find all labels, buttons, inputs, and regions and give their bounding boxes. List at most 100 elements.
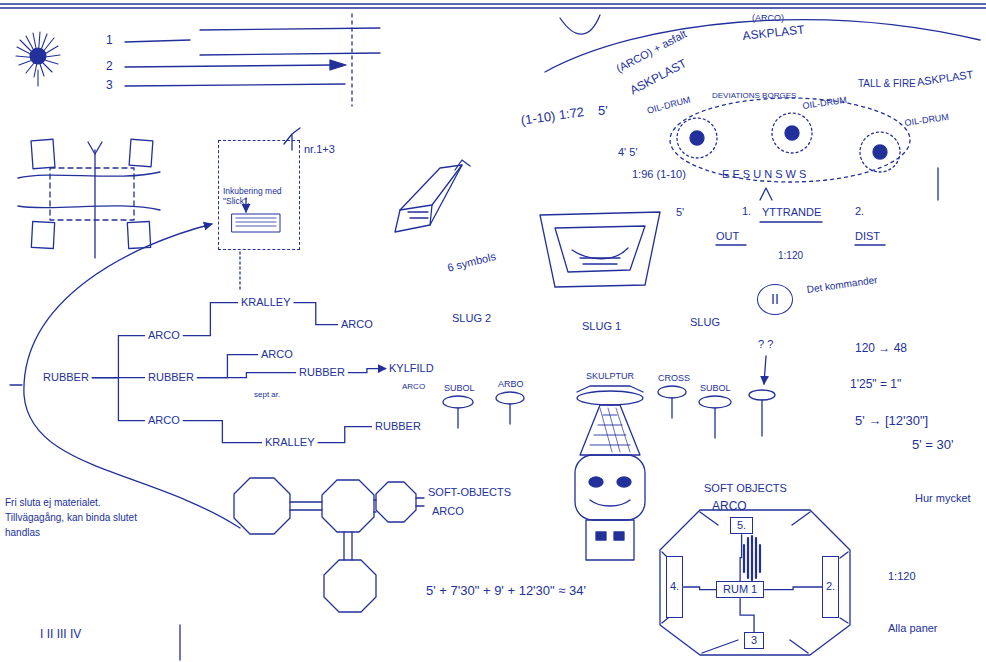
sketch-note: 5' = 30' — [912, 438, 953, 453]
sketch-note: handlas — [5, 527, 40, 539]
sketch-note: OIL-DRUM — [802, 95, 848, 111]
plates-part — [714, 408, 715, 438]
tree-term: RUBBER — [145, 369, 197, 386]
plates-part — [761, 400, 762, 436]
hood-sketch-part — [555, 226, 645, 272]
oil-drums-part — [772, 113, 812, 153]
connector — [197, 355, 258, 378]
connector — [183, 421, 262, 443]
tree-term: RUBBER — [296, 364, 348, 381]
bottle-figure-part — [590, 500, 630, 506]
tree-term: KYLFILD — [386, 360, 437, 377]
sketch-note: SLUG 1 — [582, 320, 621, 333]
sketch-note: 2 — [106, 60, 113, 74]
sketch-note: 1 — [106, 34, 113, 48]
connector — [740, 534, 741, 581]
bottle-figure-part — [617, 477, 631, 487]
sketch-note: SUBOL — [700, 383, 731, 393]
node-text: Inkubering med "Slick". — [223, 187, 297, 207]
dashed-box-sketch — [232, 128, 300, 292]
sketch-note: SOFT OBJECTS — [704, 482, 787, 495]
circled-numeral: II — [757, 284, 793, 315]
sketch-note: Alla paner — [888, 622, 938, 635]
node-text: 3 — [751, 634, 757, 647]
square-plan-part — [88, 142, 102, 154]
oil-drums-part — [785, 126, 799, 140]
sketch-note: OIL-DRUM — [904, 112, 950, 128]
wedge-sketch — [395, 160, 470, 232]
oil-drums-part — [937, 168, 938, 200]
sketch-note: OIL-DRUM — [646, 94, 692, 116]
wedge-sketch-part — [455, 160, 470, 170]
node-text: 5. — [737, 519, 746, 532]
square-plan-part — [31, 221, 54, 248]
node-text: 4. — [670, 580, 679, 593]
layer-lines-part — [125, 65, 335, 67]
sketch-note: DIST — [855, 230, 880, 243]
tree-root: RUBBER — [40, 369, 92, 386]
bottle-figure — [575, 405, 645, 560]
node-text: KRALLEY — [241, 296, 291, 309]
octagon-chain-part — [416, 498, 424, 506]
node-text: RUBBER — [43, 371, 89, 384]
node-text: 2. — [826, 580, 835, 593]
bottle-figure-part — [575, 455, 645, 520]
plates-part — [671, 398, 672, 418]
sketch-note: (1-10) 1:72 — [520, 105, 585, 129]
sketch-note: 4' 5' — [618, 146, 638, 159]
plates-part — [764, 356, 766, 384]
square-plan-part — [129, 139, 153, 166]
node-text: RUBBER — [299, 366, 345, 379]
sketch-note: ASKPLAST — [916, 68, 974, 88]
octagon-chain-part — [322, 480, 374, 532]
sketch-note: 1'25" = 1" — [850, 378, 901, 392]
layer-lines — [125, 14, 380, 106]
connector — [92, 378, 145, 421]
oil-drums-part — [690, 131, 704, 145]
sketch-note: OUT — [716, 230, 739, 243]
top-rule-part — [560, 15, 600, 34]
tree-term: KRALLEY — [238, 294, 294, 311]
bottle-figure-part — [590, 415, 630, 445]
oil-drums-part — [873, 145, 887, 159]
octagon-chain-part — [234, 478, 290, 534]
dashed-box-sketch-part — [232, 214, 280, 232]
oil-drums — [670, 98, 938, 245]
octagon-chain-part — [344, 532, 352, 560]
node-text: ARCO — [148, 414, 180, 427]
top-rule-part — [0, 7, 986, 8]
brush-symbol-part — [37, 70, 38, 86]
sketch-note: 5' — [676, 206, 684, 219]
sketch-note: 1:120 — [778, 250, 803, 262]
dashed-box-sketch-part — [284, 128, 300, 150]
square-plan — [18, 139, 160, 258]
sketch-note: SLUG 2 — [452, 312, 491, 325]
tree-term: RUBBER — [372, 418, 424, 435]
octagon-chain-part — [324, 560, 376, 612]
sketch-note: sept ar. — [254, 390, 280, 399]
brush-symbol-part — [30, 48, 46, 64]
plates-part — [699, 396, 731, 408]
node-text: RUM 1 — [723, 583, 757, 596]
tree-term: ARCO — [338, 316, 376, 333]
room-box: 5. — [730, 517, 753, 534]
sketch-note: Hur mycket — [915, 492, 971, 505]
sketch-note: 1. — [742, 205, 751, 218]
curved-arrow — [24, 224, 240, 528]
oil-drums-part — [860, 132, 900, 172]
connector — [683, 587, 716, 590]
sketch-note: (ARCO) — [752, 13, 784, 23]
sketch-note: E E S U N S W S — [722, 168, 806, 181]
sketch-note: ARCO — [432, 505, 464, 518]
sketch-note: 3 — [106, 79, 113, 93]
sketch-note: 5' + 7'30" + 9' + 12'30" ≈ 34' — [426, 584, 586, 599]
layer-lines-part — [351, 14, 352, 106]
room-box: 3 — [744, 632, 764, 649]
layer-lines-part — [330, 60, 346, 70]
node-text: KYLFILD — [389, 362, 434, 375]
oil-drums-part — [677, 118, 717, 158]
sketch-note: ARCO — [402, 382, 425, 391]
wedge-sketch-part — [395, 165, 462, 232]
node-text: RUBBER — [375, 420, 421, 433]
connector — [764, 587, 822, 590]
